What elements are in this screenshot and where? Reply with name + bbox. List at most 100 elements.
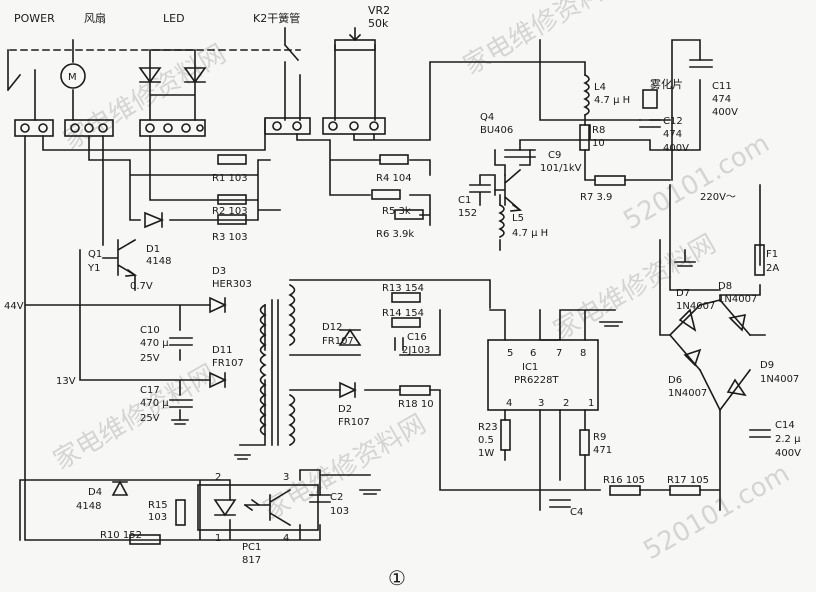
label-r10: R10 152 (100, 530, 142, 541)
watermark: 520101.com (639, 459, 795, 567)
capacitor-c17 (169, 399, 193, 408)
label-d8-value: 1N4007 (718, 294, 757, 305)
transistor-q1 (102, 238, 138, 291)
inductors (259, 73, 590, 447)
label-c11-voltage: 400V (712, 107, 738, 118)
label-d4: D4 (88, 487, 102, 498)
svg-text:M: M (68, 72, 77, 83)
fan-motor: M (60, 39, 86, 121)
label-c1-value: 152 (458, 208, 477, 219)
label-d2-value: FR107 (338, 417, 370, 428)
label-q1-value: Y1 (87, 263, 100, 274)
label-r1: R1 103 (212, 173, 248, 184)
label-ic-pin8: 8 (580, 348, 586, 359)
label-q4-value: BU406 (480, 125, 513, 136)
label-r15-value: 103 (148, 512, 167, 523)
figure-mark: ① (388, 566, 406, 590)
transformer-aux (288, 283, 296, 347)
diode-d12 (338, 328, 362, 346)
resistor-r18 (399, 385, 431, 396)
label-r23-value: 0.5 (478, 435, 494, 446)
label-pc1: PC1 (242, 542, 261, 553)
diode-d7 (668, 303, 702, 337)
resistor-r7 (594, 175, 626, 186)
atomizer-piezo (642, 89, 658, 109)
diode-d3 (209, 296, 227, 314)
label-c10: C10 (140, 325, 160, 336)
label-c2-value: 103 (330, 506, 349, 517)
inductor-l4 (583, 73, 590, 117)
label-pc1-value: 817 (242, 555, 261, 566)
power-switch (6, 49, 36, 121)
label-d6-value: 1N4007 (668, 388, 707, 399)
label-c14-value: 2.2 μ (775, 434, 801, 445)
label-r14: R14 154 (382, 308, 424, 319)
label-r23: R23 (478, 422, 498, 433)
diode-d9 (718, 368, 752, 412)
resistor-r23 (500, 419, 511, 451)
resistor-r5 (371, 189, 401, 200)
capacitor-c16 (394, 337, 404, 351)
diode-d8 (718, 298, 752, 337)
capacitor-c9 (504, 149, 536, 158)
label-d4-value: 4148 (76, 501, 101, 512)
label-d2: D2 (338, 404, 352, 415)
label-vr2: VR2 (368, 4, 390, 17)
label-power: POWER (14, 12, 55, 25)
led-pair (138, 49, 207, 121)
label-r23-watt: 1W (478, 448, 494, 459)
label-c12-value: 474 (663, 129, 682, 140)
label-ac-input: 220V～ (700, 192, 736, 203)
diode-d11 (209, 371, 227, 389)
label-d12: D12 (322, 322, 342, 333)
resistor-r13 (391, 292, 421, 303)
label-d1: D1 (146, 244, 160, 255)
label-c17-value: 470 μ (140, 398, 169, 409)
inductor-l5 (498, 203, 505, 239)
label-reed-switch: K2干簧管 (253, 11, 300, 25)
label-vbe: 0.7V (130, 281, 153, 292)
label-l4-value: 4.7 μ H (594, 95, 630, 106)
resistor-r6 (394, 209, 424, 220)
diode-d2 (339, 381, 357, 399)
label-l5-value: 4.7 μ H (512, 228, 548, 239)
label-pc-pin3: 3 (283, 472, 289, 483)
diodes (111, 211, 766, 517)
label-r4: R4 104 (376, 173, 412, 184)
label-r8: R8 (592, 125, 605, 136)
label-r16: R16 105 (603, 475, 645, 486)
watermark: 520101.com (619, 129, 775, 237)
capacitor-c10 (169, 337, 193, 346)
label-d7-value: 1N4007 (676, 301, 715, 312)
label-d11: D11 (212, 345, 232, 356)
transformer-feedback (288, 393, 296, 447)
label-pc-pin4: 4 (283, 533, 289, 544)
transistors (102, 168, 523, 291)
ground-symbols (171, 249, 696, 495)
label-r7: R7 3.9 (580, 192, 612, 203)
capacitor-c12 (639, 119, 661, 128)
resistor-r4 (379, 154, 409, 165)
label-r18: R18 10 (398, 399, 434, 410)
label-44v: 44V (4, 301, 24, 312)
label-c9-value: 101/1kV (540, 163, 582, 174)
label-d1-value: 4148 (146, 256, 171, 267)
label-r6: R6 3.9k (376, 229, 414, 240)
resistor-r10 (129, 534, 161, 545)
label-c16-value: 2J103 (402, 345, 430, 356)
capacitor-c2 (309, 494, 331, 503)
label-q4: Q4 (480, 112, 494, 123)
label-atomizer: 雾化片 (650, 77, 683, 91)
label-l5: L5 (512, 213, 524, 224)
label-c2: C2 (330, 492, 343, 503)
diode-d1 (144, 211, 165, 229)
label-r8-value: 10 (592, 138, 605, 149)
label-r13: R13 154 (382, 283, 424, 294)
transistor-q4 (494, 168, 523, 212)
fuse-f1 (754, 244, 765, 276)
label-r9-value: 471 (593, 445, 612, 456)
label-fan: 风扇 (84, 11, 106, 25)
label-c4: C4 (570, 507, 583, 518)
label-c14: C14 (775, 420, 795, 431)
